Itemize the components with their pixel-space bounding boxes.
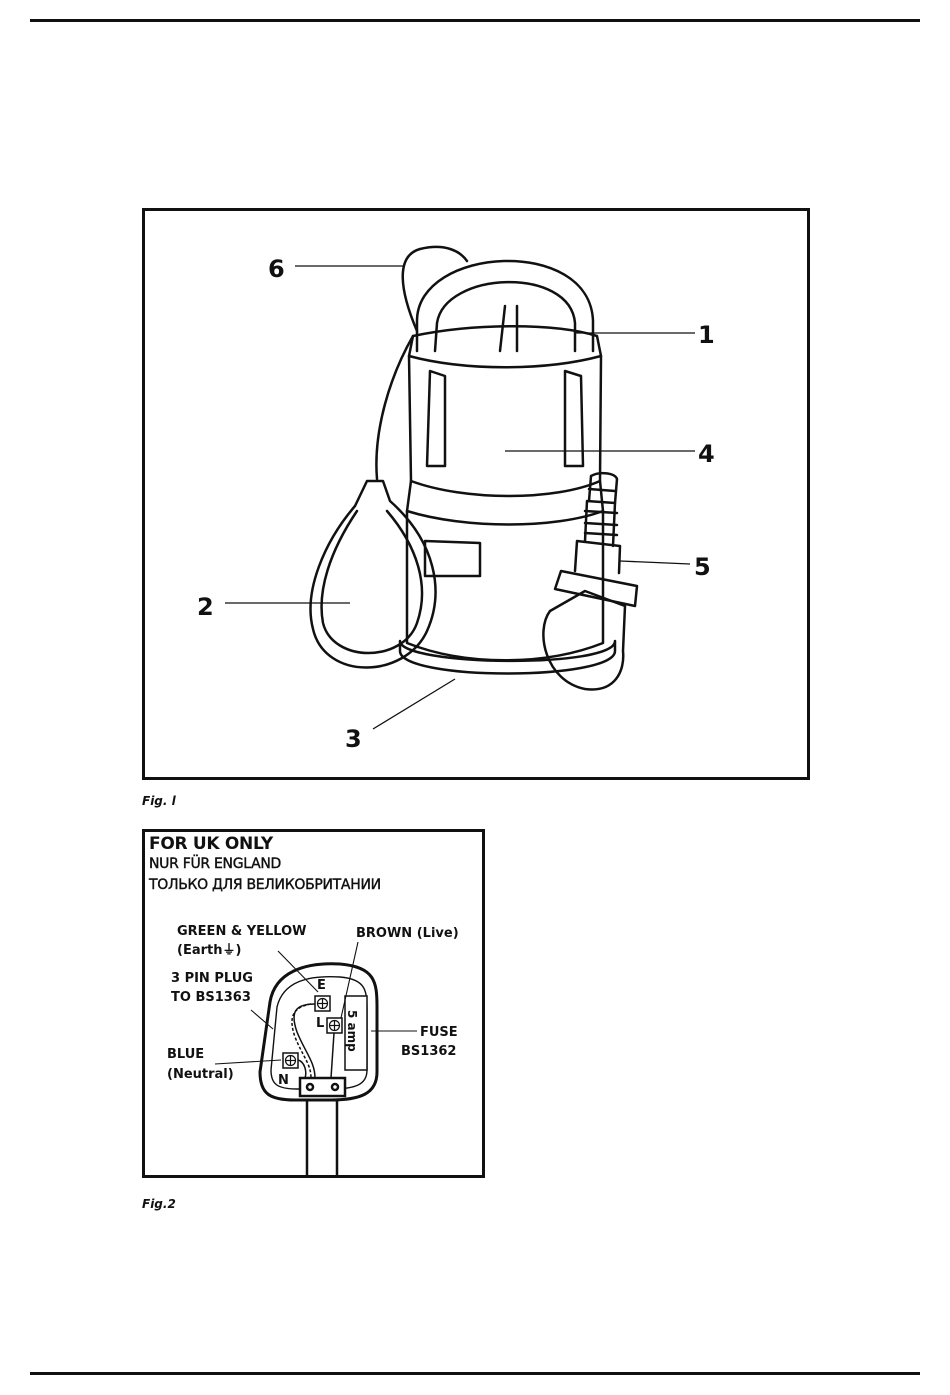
figure-1-pump-diagram: 1 2 3 4 5 6 — [142, 208, 810, 780]
label-brown-live: BROWN (Live) — [356, 926, 459, 941]
label-bs1363: TO BS1363 — [171, 990, 251, 1005]
figure-1-caption: Fig. l — [142, 794, 176, 808]
label-fuse: FUSE — [420, 1025, 458, 1040]
float-cable — [376, 336, 413, 479]
callout-3: 3 — [345, 725, 362, 753]
top-rule — [30, 19, 920, 22]
pump-body-upper — [409, 356, 601, 496]
terminal-n-letter: N — [278, 1073, 289, 1088]
wire-neutral — [298, 1060, 306, 1078]
callout-2: 2 — [197, 593, 214, 621]
label-earth: (Earth⏚) — [177, 943, 241, 958]
float-switch — [311, 481, 436, 668]
callout-6: 6 — [268, 255, 285, 283]
cable-loop — [403, 247, 467, 331]
label-bs1362: BS1362 — [401, 1044, 456, 1059]
label-green-yellow: GREEN & YELLOW — [177, 924, 307, 939]
callout-4: 4 — [698, 440, 715, 468]
label-blue: BLUE — [167, 1047, 204, 1062]
pump-illustration: 1 2 3 4 5 6 — [145, 211, 807, 777]
figure-2-plug-wiring: FOR UK ONLY NUR FÜR ENGLAND ТОЛЬКО ДЛЯ В… — [142, 829, 485, 1178]
callout-1: 1 — [698, 321, 715, 349]
label-3-pin-plug: 3 PIN PLUG — [171, 971, 253, 986]
pump-top — [409, 326, 601, 367]
fuse-rating: 5 amp — [345, 1010, 359, 1052]
outlet-elbow — [543, 591, 625, 689]
callout-5: 5 — [694, 553, 711, 581]
bottom-rule — [30, 1372, 920, 1375]
pump-base — [400, 641, 615, 674]
wire-live — [331, 1033, 334, 1078]
terminal-l-letter: L — [316, 1016, 324, 1031]
figure-2-caption: Fig.2 — [142, 1197, 176, 1211]
plug-wiring-diagram: GREEN & YELLOW (Earth⏚) BROWN (Live) 3 P… — [145, 832, 482, 1175]
power-cable — [307, 1100, 337, 1175]
terminal-e-letter: E — [317, 978, 326, 993]
label-neutral: (Neutral) — [167, 1067, 234, 1082]
